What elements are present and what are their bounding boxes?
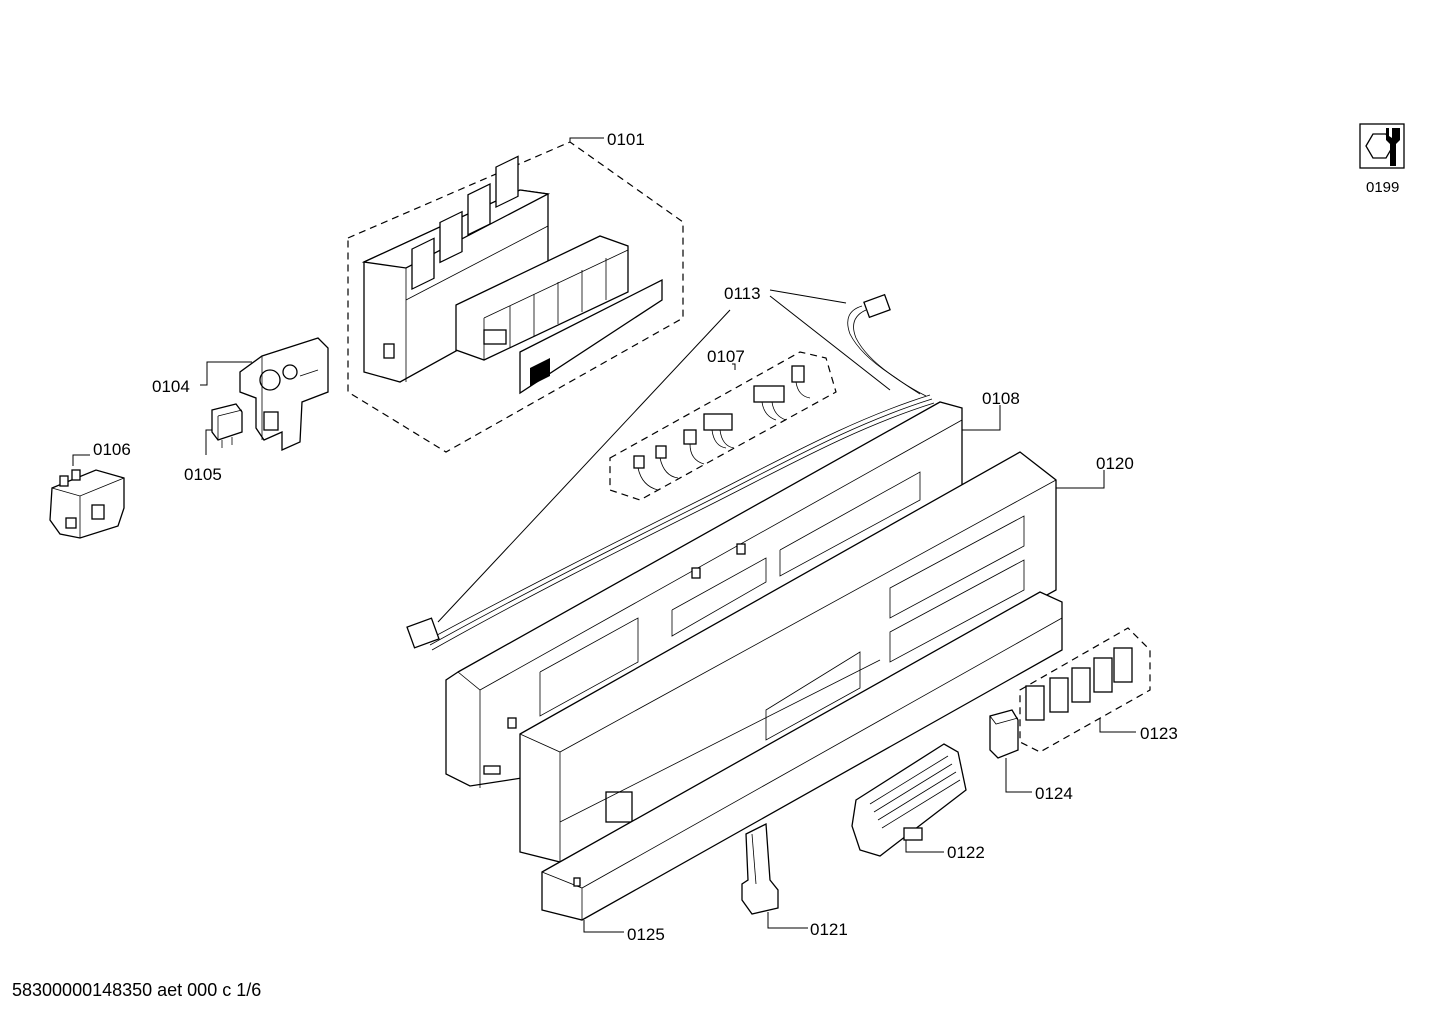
wrench-nut-icon [1359, 123, 1405, 169]
part-0123-key-set[interactable] [1019, 627, 1151, 753]
part-0105-relay[interactable] [211, 403, 243, 448]
part-0104-switch[interactable] [239, 337, 329, 452]
label-0199: 0199 [1366, 179, 1399, 196]
part-0121-bracket[interactable] [741, 822, 779, 915]
label-0124: 0124 [1035, 784, 1073, 803]
document-footer-code: 58300000148350 aet 000 c 1/6 [12, 980, 262, 1000]
label-0122: 0122 [947, 843, 985, 862]
label-0121: 0121 [810, 920, 848, 939]
label-0101: 0101 [607, 130, 645, 149]
label-0120: 0120 [1096, 454, 1134, 473]
part-0124-single-key[interactable] [989, 709, 1019, 759]
part-0106-main-switch[interactable] [49, 469, 125, 539]
part-0122-button-block[interactable] [851, 743, 967, 857]
part-0120-front-panel[interactable] [519, 451, 1057, 863]
part-0101-control-module[interactable] [347, 141, 684, 453]
label-0108: 0108 [982, 389, 1020, 408]
label-0106: 0106 [93, 440, 131, 459]
label-0123: 0123 [1140, 724, 1178, 743]
label-0125: 0125 [627, 925, 665, 944]
label-0107: 0107 [707, 347, 745, 366]
part-0113-wiring-harness[interactable] [406, 293, 935, 651]
part-0107-connectors[interactable] [609, 351, 837, 501]
label-0105: 0105 [184, 465, 222, 484]
label-0104: 0104 [152, 377, 190, 396]
part-0125-bottom-strip[interactable] [541, 591, 1063, 921]
label-0113: 0113 [724, 284, 761, 303]
